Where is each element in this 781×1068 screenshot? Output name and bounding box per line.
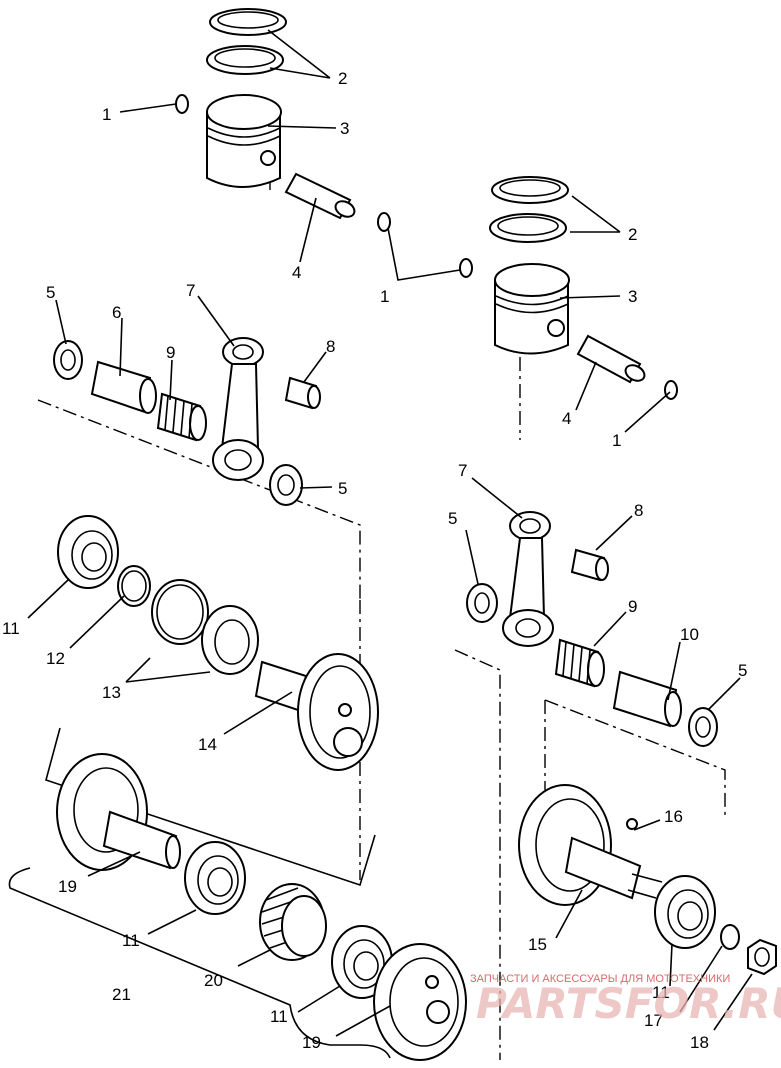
callout-11: 11	[652, 983, 670, 1002]
assembly-guide-lines	[37, 180, 726, 1060]
callout-18: 18	[690, 1033, 709, 1052]
callout-1: 1	[612, 431, 621, 450]
callout-21: 21	[112, 985, 131, 1004]
watermark-caption: ЗАПЧАСТИ И АКСЕССУАРЫ ДЛЯ МОТОТЕХНИКИ	[470, 973, 730, 985]
crankshaft-half-pto	[518, 784, 663, 906]
retaining-ring	[117, 565, 151, 607]
thrust-washer-left-lower	[269, 464, 303, 506]
ball-bearing-right	[654, 875, 716, 949]
leader-lines	[27, 29, 753, 1037]
callout-3: 3	[340, 119, 349, 138]
circlip-left	[175, 94, 391, 232]
callout-9: 9	[628, 597, 637, 616]
thrust-washer-right-lower	[688, 707, 718, 747]
callout-2: 2	[338, 69, 347, 88]
callout-16: 16	[664, 807, 683, 826]
thrust-washer-left-upper	[53, 340, 83, 380]
watermark: ЗАПЧАСТИ И АКСЕССУАРЫ ДЛЯ МОТОТЕХНИКИ PA…	[470, 973, 781, 1028]
callout-1: 1	[380, 287, 389, 306]
callout-9: 9	[166, 343, 175, 362]
assembly-group-frame	[45, 727, 376, 887]
callout-19: 19	[302, 1033, 321, 1052]
callout-5: 5	[46, 283, 55, 302]
callout-3: 3	[628, 287, 637, 306]
needle-bearing-small-end-right	[570, 548, 609, 582]
labyrinth-seal	[259, 883, 327, 961]
callout-17: 17	[644, 1011, 663, 1030]
callout-11: 11	[2, 619, 20, 638]
callout-19: 19	[58, 877, 77, 896]
callout-2: 2	[628, 225, 637, 244]
piston-ring-upper-right	[489, 176, 569, 243]
callout-4: 4	[292, 263, 301, 282]
piston-ring-upper-left	[206, 8, 287, 75]
connecting-rod-right	[502, 511, 554, 647]
needle-bearing-small-end-left	[284, 376, 321, 410]
callout-20: 20	[204, 971, 223, 990]
piston-pin-right	[576, 334, 646, 384]
callout-8: 8	[326, 337, 335, 356]
callout-13: 13	[102, 683, 121, 702]
callout-1: 1	[102, 105, 111, 124]
hex-nut	[747, 938, 777, 976]
ball-bearing-center-upper	[184, 841, 246, 915]
callout-10: 10	[680, 625, 699, 644]
assembly-21-bracket	[8, 867, 391, 1059]
callout-6: 6	[112, 303, 121, 322]
piston-right	[494, 263, 570, 355]
watermark-logo: PARTSFOR.RU	[476, 979, 781, 1028]
callout-5: 5	[738, 661, 747, 680]
needle-bearing-big-end-right	[554, 638, 605, 688]
crank-pin-right	[612, 670, 682, 728]
crankshaft-half-lower	[373, 943, 467, 1061]
callout-14: 14	[198, 735, 217, 754]
thrust-washer-right-upper	[466, 583, 498, 623]
callout-11: 11	[122, 931, 140, 950]
callout-5: 5	[338, 479, 347, 498]
bearing-and-ring-set	[151, 579, 259, 675]
ball-bearing-left	[57, 515, 119, 589]
callout-11: 11	[270, 1007, 288, 1026]
crank-pin-left	[90, 360, 157, 414]
callout-12: 12	[46, 649, 65, 668]
flywheel-crank-half	[56, 753, 181, 871]
callout-7: 7	[458, 461, 467, 480]
piston-pin-left	[284, 172, 356, 220]
callout-numbers: 1 2 3 4 1 2 3 4 1 5 6 7 8 9 5 7 5 8 9 10…	[2, 69, 747, 1052]
callout-15: 15	[528, 935, 547, 954]
callout-4: 4	[562, 409, 571, 428]
crankshaft-half-left	[254, 653, 379, 771]
piston-left	[206, 94, 282, 188]
connecting-rod-left	[212, 337, 264, 481]
callout-5: 5	[448, 509, 457, 528]
lock-washer	[720, 924, 740, 950]
callout-7: 7	[186, 281, 195, 300]
needle-bearing-big-end-left	[156, 392, 207, 442]
callout-8: 8	[634, 501, 643, 520]
